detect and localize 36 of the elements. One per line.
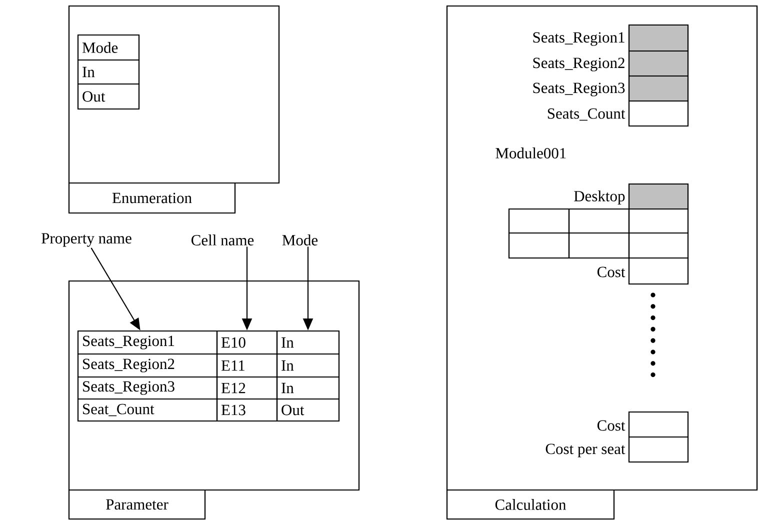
cell-box bbox=[508, 208, 570, 234]
cell-box bbox=[568, 232, 630, 259]
column-label: Cell name bbox=[192, 234, 254, 246]
cell-box bbox=[508, 232, 570, 259]
column-label: Property name bbox=[42, 233, 132, 247]
cell-label: Seats_Region2 bbox=[533, 58, 624, 72]
table-cell: E11 bbox=[216, 353, 278, 378]
sheet-tab: Parameter bbox=[68, 489, 206, 520]
sheet-tab: Enumeration bbox=[68, 182, 236, 214]
table-cell: In bbox=[276, 353, 340, 378]
sheet-tab: Calculation bbox=[446, 489, 615, 520]
table-cell: In bbox=[276, 376, 340, 400]
cell-box bbox=[568, 208, 630, 234]
table-cell: E10 bbox=[216, 330, 278, 355]
table-cell: Mode bbox=[77, 34, 140, 61]
cell-label: Cost bbox=[597, 266, 626, 278]
cell-label: Seats_Count bbox=[548, 108, 626, 121]
table-cell: Out bbox=[77, 83, 140, 110]
table-cell: Seats_Region3 bbox=[77, 376, 218, 400]
cell-label: Cost per seat bbox=[546, 444, 626, 458]
table-cell: Seats_Region1 bbox=[77, 330, 218, 355]
table-cell: E13 bbox=[216, 398, 278, 422]
cell-label: Desktop bbox=[574, 190, 625, 205]
module-label: Module001 bbox=[496, 148, 566, 158]
table-cell: In bbox=[276, 330, 340, 355]
cell-box bbox=[628, 208, 689, 234]
column-label: Mode bbox=[282, 234, 318, 246]
cell-label: Cost bbox=[597, 420, 626, 431]
table-cell: Seats_Region2 bbox=[77, 353, 218, 378]
table-cell: In bbox=[77, 59, 140, 85]
table-cell: E12 bbox=[216, 376, 278, 400]
table-cell: Out bbox=[276, 398, 340, 422]
cell-label: Seats_Region1 bbox=[533, 32, 624, 46]
cell-label: Seats_Region3 bbox=[533, 82, 625, 96]
cell-box bbox=[628, 232, 689, 259]
table-cell: Seat_Count bbox=[77, 398, 218, 422]
